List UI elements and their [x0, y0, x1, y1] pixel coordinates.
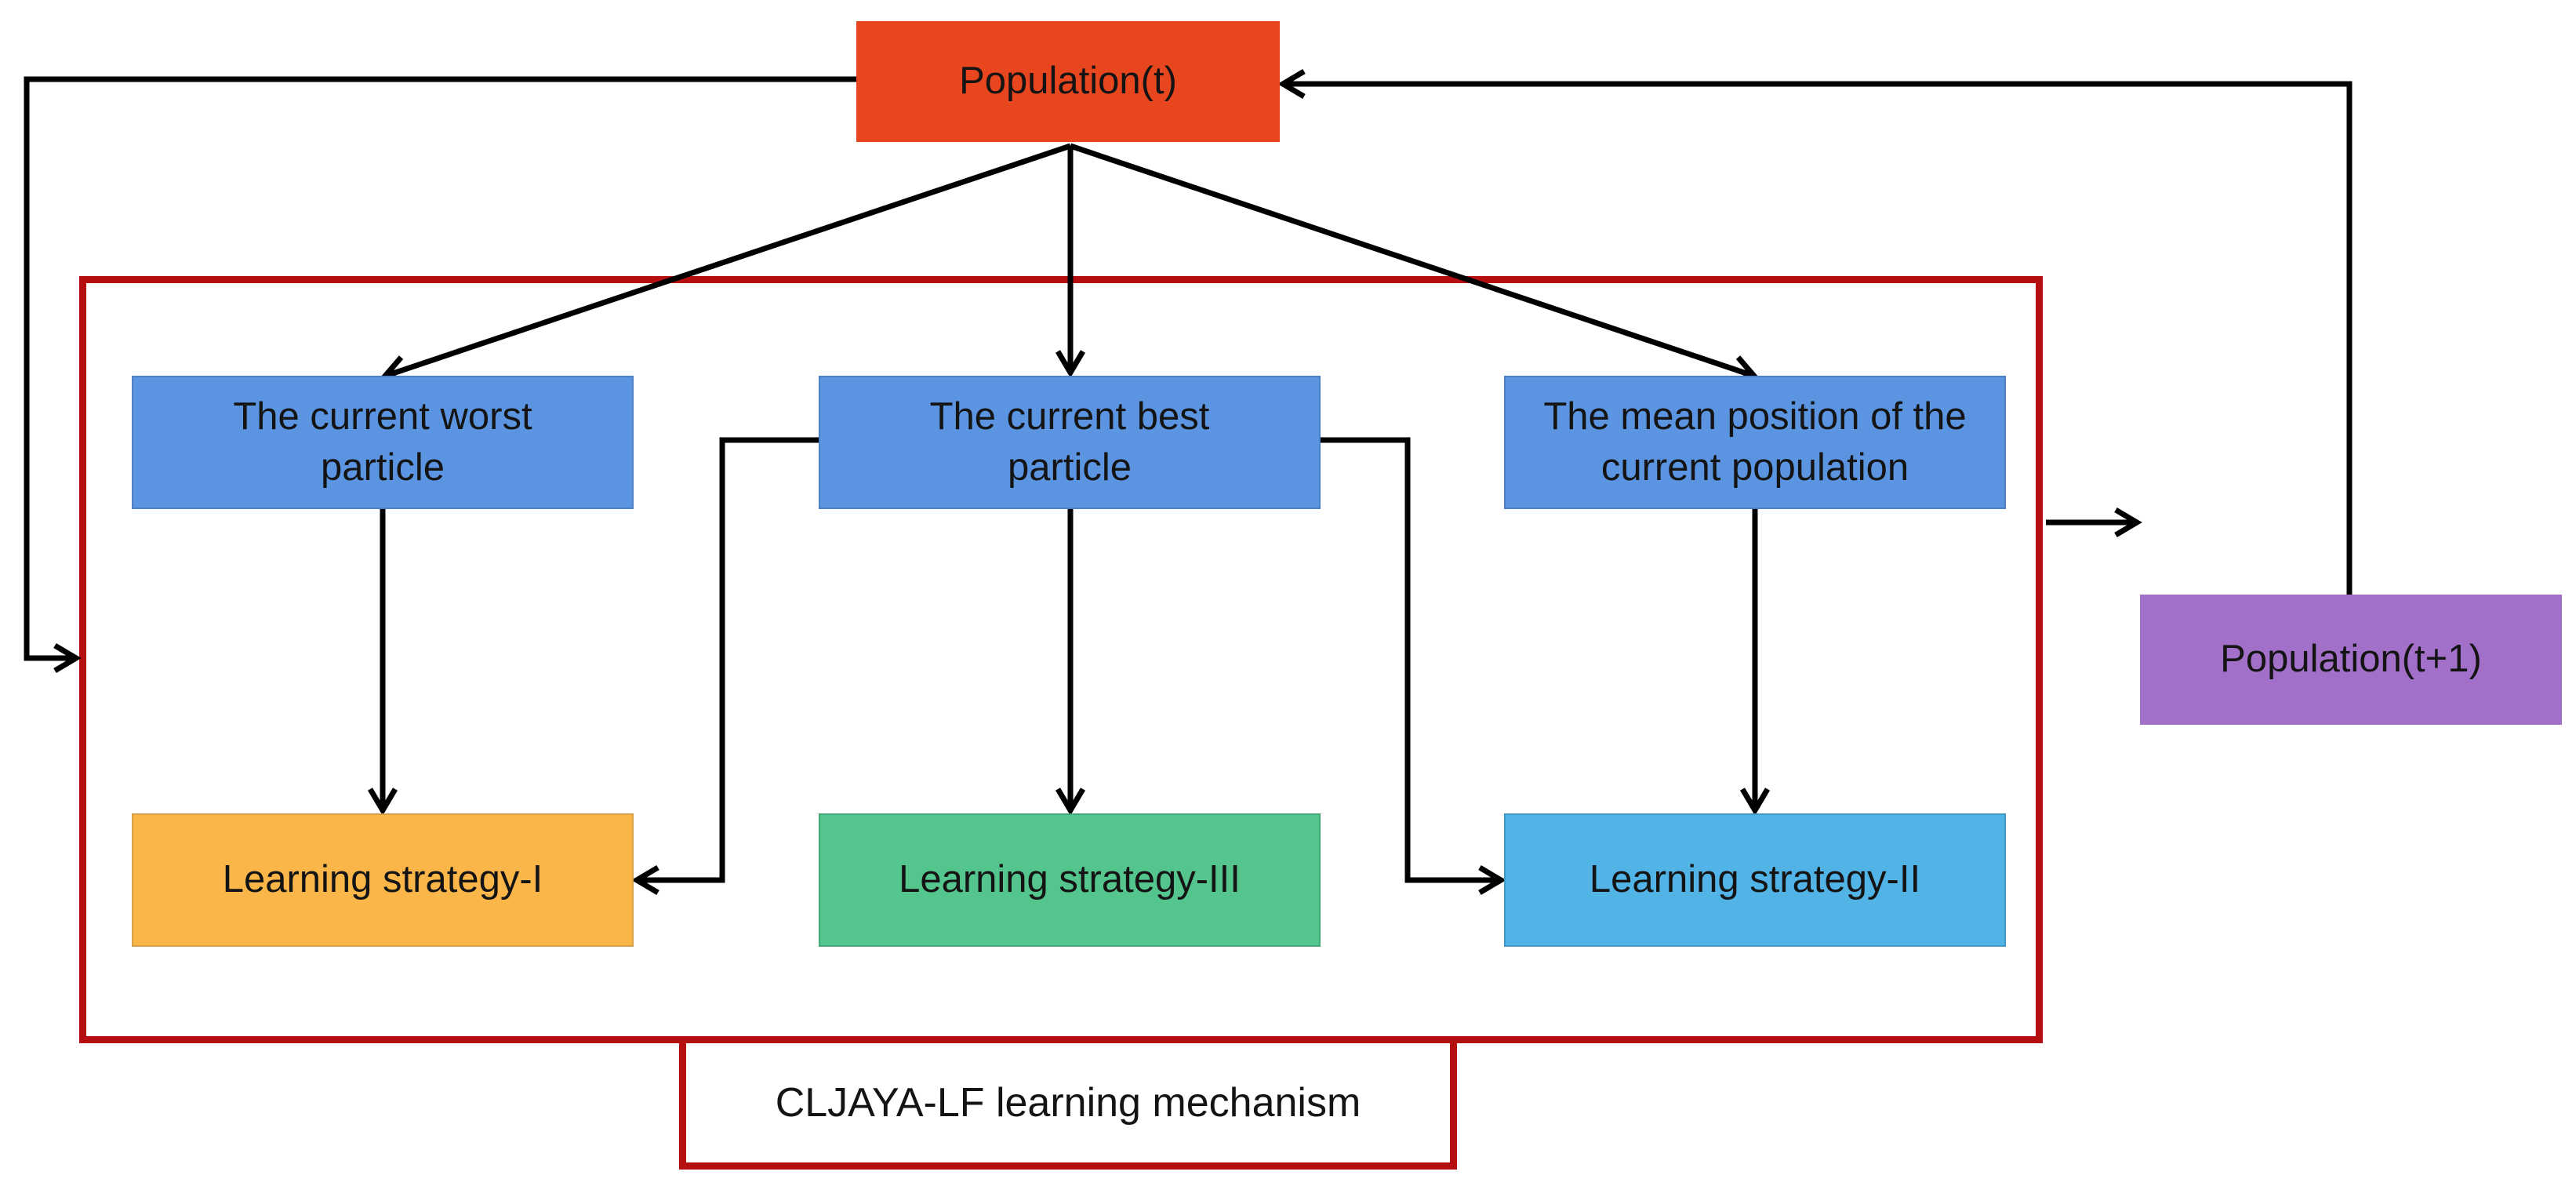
mean-position-label: The mean position of the current populat… [1543, 395, 1967, 489]
worst-particle-node: The current worst particle [132, 376, 634, 509]
edge-population-to-worst [380, 143, 1072, 384]
population-t-label: Population(t) [959, 60, 1177, 103]
strategy-2-node: Learning strategy-II [1504, 813, 2006, 947]
strategy-3-label: Learning strategy-III [899, 858, 1241, 901]
strategy-1-node: Learning strategy-I [132, 813, 634, 947]
best-particle-node: The current best particle [819, 376, 1321, 509]
population-t-node: Population(t) [856, 21, 1280, 142]
mechanism-caption-label: CLJAYA-LF learning mechanism [775, 1080, 1361, 1126]
strategy-2-label: Learning strategy-II [1589, 858, 1921, 901]
mechanism-caption: CLJAYA-LF learning mechanism [679, 1036, 1457, 1170]
mean-position-node: The mean position of the current populat… [1504, 376, 2006, 509]
edge-population-t1-to-population-t [1277, 68, 2353, 595]
best-particle-label: The current best particle [929, 395, 1210, 489]
worst-particle-label: The current worst particle [233, 395, 532, 489]
edge-population-t-to-mechanism [24, 76, 856, 674]
population-t1-label: Population(t+1) [2220, 638, 2482, 681]
strategy-1-label: Learning strategy-I [222, 858, 543, 901]
edge-population-to-mean [1069, 143, 1760, 384]
population-t1-node: Population(t+1) [2140, 595, 2562, 725]
edge-best-to-strategy-1 [631, 437, 819, 896]
strategy-3-node: Learning strategy-III [819, 813, 1321, 947]
edge-best-to-strategy-2 [1321, 437, 1506, 896]
